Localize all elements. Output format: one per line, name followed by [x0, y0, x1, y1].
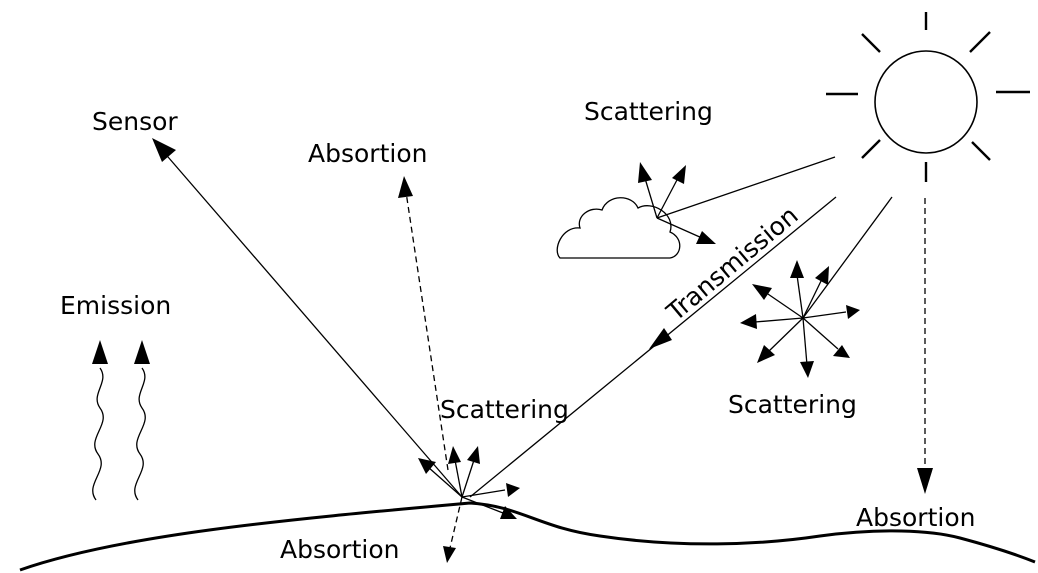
- label-scattering-air: Scattering: [728, 390, 857, 419]
- cloud-scatter-arrows: [638, 162, 716, 244]
- emission-wave-icon: [92, 340, 150, 501]
- cloud-icon: [556, 197, 681, 259]
- label-absorption-sky: Absortion: [308, 139, 427, 168]
- absorption-sky-arrow: [398, 176, 449, 471]
- sun-icon: [826, 12, 1030, 182]
- absorption-right-arrow: [917, 198, 933, 494]
- label-sensor: Sensor: [92, 107, 178, 136]
- label-scattering-cloud: Scattering: [584, 97, 713, 126]
- ground-scatter-arrows: [418, 446, 520, 563]
- label-absorption-ground: Absortion: [280, 535, 399, 564]
- sun-to-cloud-ray: [656, 156, 836, 219]
- sun-to-air-ray: [802, 196, 893, 319]
- label-transmission: Transmission: [660, 201, 803, 328]
- ground-line: [19, 501, 1036, 572]
- label-scattering-ground: Scattering: [440, 395, 569, 424]
- transmission-line: [469, 196, 837, 498]
- air-scatter-arrows: [740, 260, 860, 378]
- label-emission: Emission: [60, 291, 171, 320]
- sensor-arrow: [152, 138, 463, 498]
- label-absorption-right: Absortion: [856, 503, 975, 532]
